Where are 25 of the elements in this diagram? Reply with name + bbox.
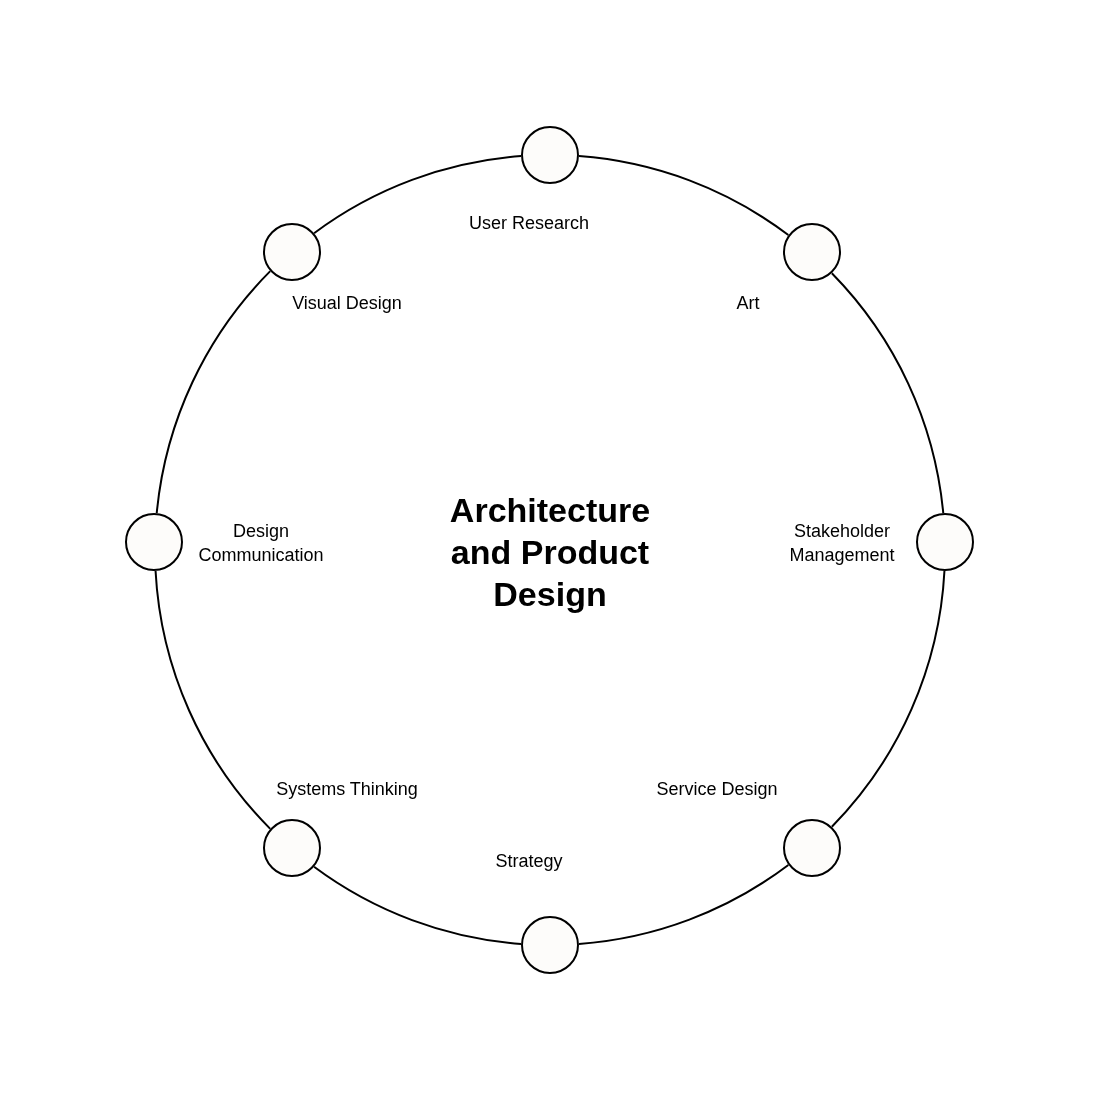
node-caption: Service Design bbox=[656, 778, 778, 801]
ring-arc bbox=[830, 570, 946, 828]
ring-arc bbox=[830, 272, 945, 515]
ring-arc bbox=[155, 270, 272, 515]
circle-node bbox=[916, 513, 974, 571]
ring-arc bbox=[313, 155, 523, 235]
circle-node bbox=[125, 513, 183, 571]
ring-arc bbox=[577, 155, 790, 236]
node-caption: Strategy bbox=[495, 850, 563, 873]
circle-node bbox=[783, 819, 841, 877]
node-caption: Systems Thinking bbox=[276, 778, 418, 801]
node-caption: User Research bbox=[469, 212, 589, 235]
ring-arc bbox=[577, 864, 790, 945]
circle-node bbox=[263, 223, 321, 281]
node-caption: Art bbox=[736, 292, 760, 315]
diagram-title: Architecture and Product Design bbox=[448, 490, 652, 615]
node-caption: Visual Design bbox=[292, 292, 402, 315]
ring-arc bbox=[154, 570, 272, 830]
node-caption: Design Communication bbox=[197, 520, 325, 567]
circle-node bbox=[521, 126, 579, 184]
circle-node bbox=[521, 916, 579, 974]
circle-node bbox=[263, 819, 321, 877]
ring-arc bbox=[313, 865, 523, 945]
node-caption: Stakeholder Management bbox=[788, 520, 896, 567]
circle-node bbox=[783, 223, 841, 281]
